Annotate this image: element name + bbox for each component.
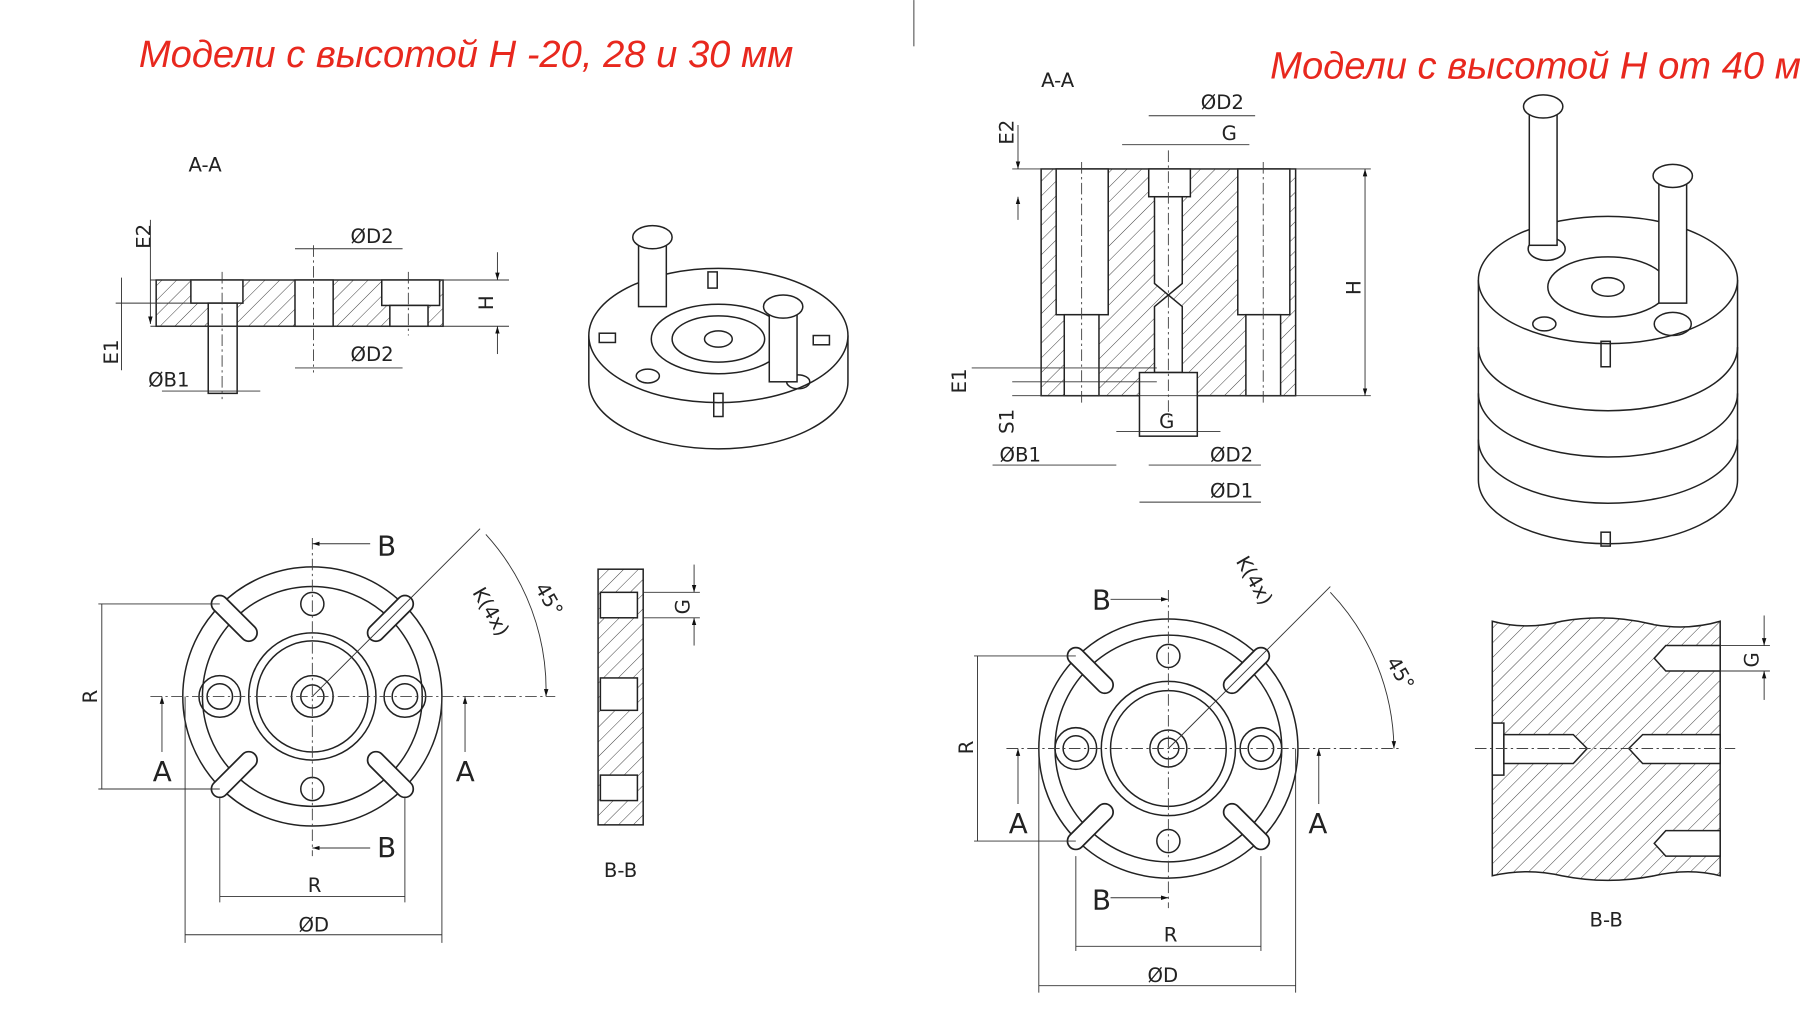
left-label-a-left: A bbox=[153, 755, 172, 788]
right-bb-g: G bbox=[1740, 652, 1763, 667]
left-label-angle: 45° bbox=[530, 579, 567, 621]
right-label-b-top: B bbox=[1092, 584, 1111, 617]
right-label-d: ØD bbox=[1148, 964, 1179, 987]
left-3d-view bbox=[588, 224, 849, 450]
left-bb-label: B-B bbox=[604, 859, 637, 882]
right-section-label: A-A bbox=[1041, 69, 1075, 92]
left-bb-g: G bbox=[671, 599, 694, 614]
left-section-aa: A-A E2 ØD2 ØD2 H E1 ØB1 bbox=[100, 153, 509, 400]
right-label-a-left: A bbox=[1009, 807, 1028, 840]
left-heading: Модели с высотой H -20, 28 и 30 мм bbox=[139, 33, 794, 76]
right-label-r-horiz: R bbox=[1164, 924, 1178, 947]
left-label-b-bottom: B bbox=[377, 831, 396, 864]
right-3d-view bbox=[1477, 94, 1739, 547]
right-label-a-right: A bbox=[1308, 807, 1327, 840]
left-label-k: K(4x) bbox=[468, 583, 514, 640]
right-dim-e2: E2 bbox=[995, 120, 1018, 145]
right-label-r-vert: R bbox=[955, 740, 978, 754]
right-top-view: B B A A K(4x) 45° R R ØD bbox=[955, 552, 1419, 993]
right-heading: Модели с высотой H от 40 мм bbox=[1270, 45, 1800, 88]
left-dim-e2: E2 bbox=[132, 224, 155, 249]
left-section-bb: G B-B bbox=[597, 564, 700, 882]
left-dim-h: H bbox=[475, 295, 498, 310]
left-dim-d2-top: ØD2 bbox=[351, 225, 394, 248]
right-section-aa: A-A ØD2 G E2 H E1 S1 G ØB1 ØD2 ØD1 bbox=[948, 69, 1371, 503]
right-dim-h: H bbox=[1342, 280, 1365, 295]
right-dim-s1: S1 bbox=[995, 409, 1018, 434]
right-dim-d2-bottom: ØD2 bbox=[1210, 444, 1253, 467]
right-dim-d1: ØD1 bbox=[1210, 479, 1253, 502]
right-section-bb: G B-B bbox=[1474, 615, 1770, 932]
left-label-r-horiz: R bbox=[308, 874, 322, 897]
right-dim-g-top: G bbox=[1222, 122, 1237, 145]
right-dim-e1: E1 bbox=[948, 368, 971, 393]
left-label-r-vert: R bbox=[79, 689, 102, 703]
right-label-b-bottom: B bbox=[1092, 883, 1111, 916]
right-bb-label: B-B bbox=[1589, 909, 1622, 932]
right-label-k: K(4x) bbox=[1231, 552, 1277, 609]
right-dim-b1: ØB1 bbox=[999, 444, 1040, 467]
right-label-angle: 45° bbox=[1382, 653, 1419, 695]
left-dim-b1: ØB1 bbox=[148, 368, 189, 391]
left-top-view: B B A A K(4x) 45° R R ØD bbox=[79, 528, 567, 943]
left-label-b-top: B bbox=[377, 529, 396, 562]
left-section-label: A-A bbox=[189, 153, 223, 176]
left-label-d: ØD bbox=[298, 913, 329, 936]
left-label-a-right: A bbox=[456, 755, 475, 788]
right-dim-d2-top: ØD2 bbox=[1201, 91, 1244, 114]
right-dim-g-bottom: G bbox=[1159, 410, 1174, 433]
left-dim-e1: E1 bbox=[100, 340, 123, 365]
left-dim-d2-bottom: ØD2 bbox=[351, 343, 394, 366]
